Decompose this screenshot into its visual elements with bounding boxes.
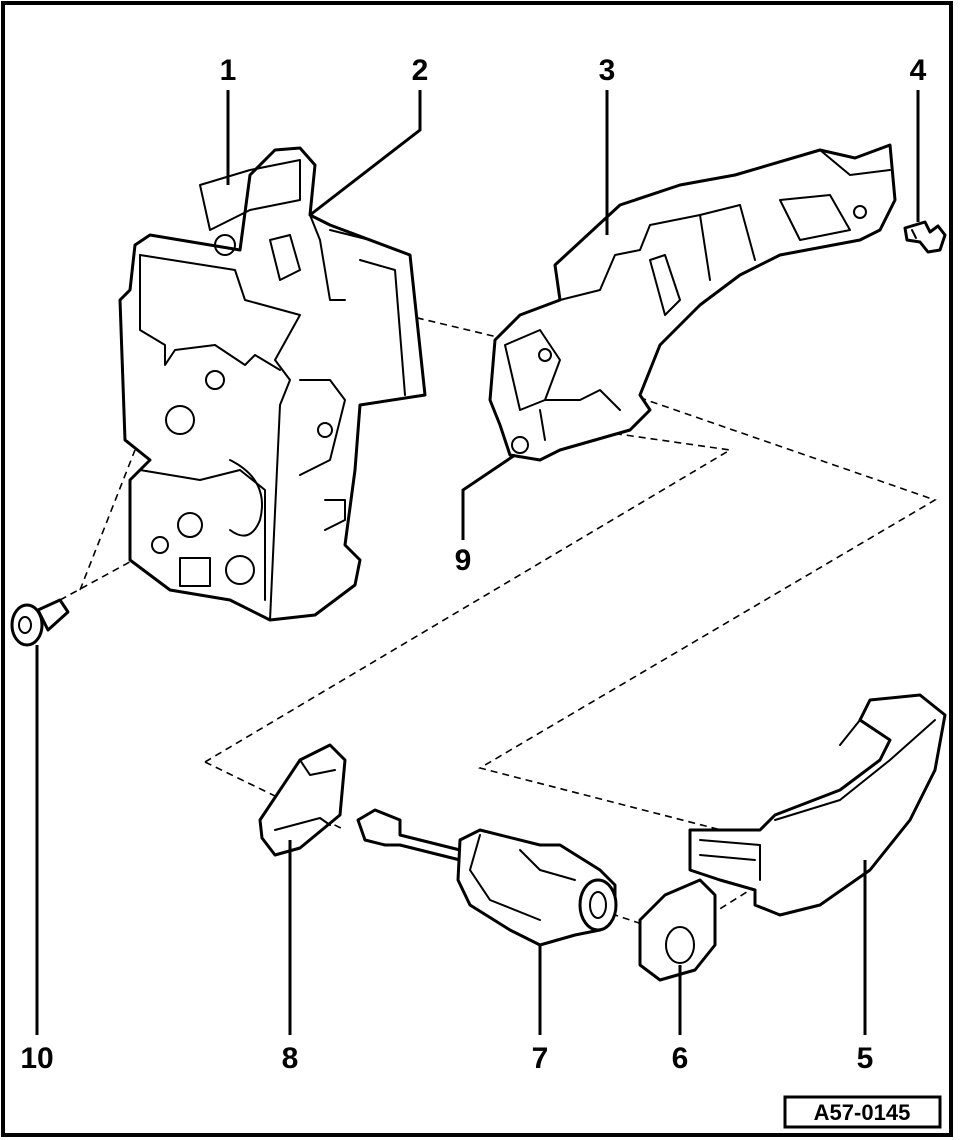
handle-carrier-bracket [488,143,897,462]
lock-cylinder [356,808,618,947]
label-7: 7 [532,1042,549,1075]
label-4: 4 [910,54,927,87]
label-8: 8 [282,1042,299,1075]
reference-box: A57-0145 [783,1095,942,1129]
screw-10 [10,598,70,647]
label-10: 10 [20,1042,53,1075]
reference-code: A57-0145 [814,1100,911,1125]
leader-lines [35,90,920,1035]
label-6: 6 [672,1042,689,1075]
escutcheon-trim [638,878,717,982]
label-5: 5 [857,1042,874,1075]
label-3: 3 [599,54,616,87]
door-handle [688,693,947,917]
label-2: 2 [412,54,429,87]
door-lock-unit [118,146,427,622]
label-1: 1 [220,54,237,87]
label-9: 9 [455,544,472,577]
cover-cap [258,743,347,857]
screw-4 [903,220,947,254]
